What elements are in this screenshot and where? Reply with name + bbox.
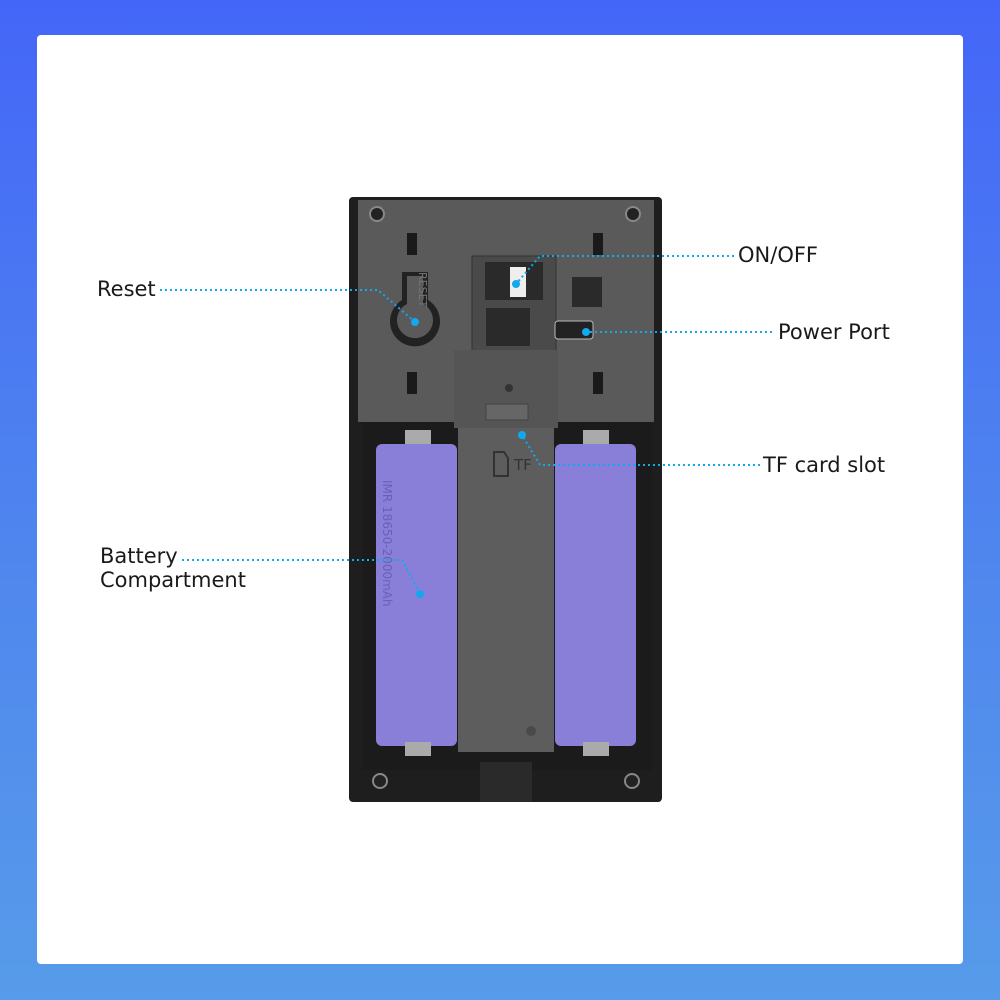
label-tf-card-slot: TF card slot [763,453,886,477]
battery-print: IMR 18650-2000mAh [380,480,394,607]
callout-dots [411,280,590,598]
label-battery-line1: Battery [100,544,178,568]
label-power-port: Power Port [778,320,890,344]
label-reset: Reset [97,277,156,301]
pcb-bottom [486,308,530,346]
callout-tf-card [521,434,760,466]
bottom-latch [480,762,532,802]
pcb-chip [572,277,602,307]
label-on-off: ON/OFF [738,243,819,267]
screw-icon [369,206,641,789]
callout-lines [160,255,772,595]
tf-engraving: TF [513,456,532,474]
label-battery-line2: Compartment [100,568,246,592]
callout-reset [160,289,416,323]
tf-card-cover [458,428,554,752]
reset-engraving: RESET [416,272,429,308]
tf-card-icon [493,451,509,477]
battery-right [555,430,636,756]
callout-battery [182,559,421,595]
mount-slots [407,233,603,394]
reset-button: RESET [389,272,440,347]
